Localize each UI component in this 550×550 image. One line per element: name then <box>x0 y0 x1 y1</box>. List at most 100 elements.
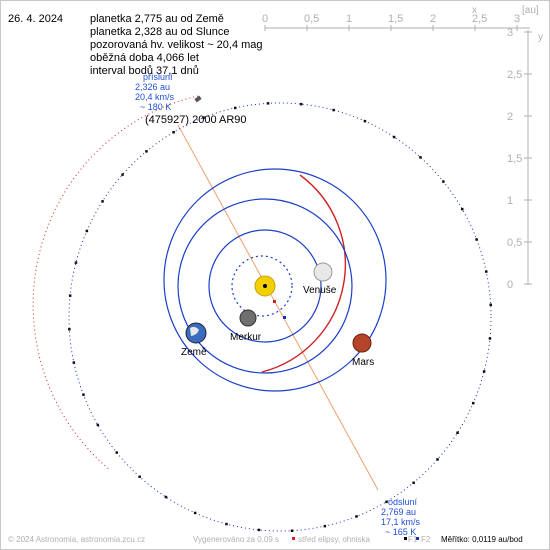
asteroid-interval-dot <box>363 119 367 123</box>
x-axis: 0 0,5 1 1,5 2 2,5 3 x [au] <box>262 5 539 31</box>
asteroid-marker <box>194 95 202 103</box>
legend-center-marker <box>292 537 295 540</box>
asteroid-interval-dot <box>82 393 85 396</box>
perihelion-label: přísluní 2,326 au 20,4 km/s ~ 180 K <box>135 72 175 112</box>
asteroid-interval-dot <box>482 370 486 373</box>
asteroid-interval-dot <box>74 261 78 264</box>
asteroid-interval-dot <box>145 150 148 153</box>
asteroid-interval-dot <box>193 511 197 515</box>
legend-f1-marker <box>404 537 407 540</box>
asteroid-interval-dot <box>488 337 492 340</box>
generated-time: Vygenerováno za 0,09 s <box>193 535 279 544</box>
x-tick-label: 1,5 <box>388 13 403 25</box>
legend-center: střed elipsy, ohniska <box>298 535 370 544</box>
asteroid-interval-dot <box>164 495 168 499</box>
asteroid-interval-dot <box>461 207 464 211</box>
copyright: © 2024 Astronomia, astronomia.zcu.cz <box>8 535 145 544</box>
sun <box>254 275 276 297</box>
asteroid-interval-dot <box>96 423 100 427</box>
y-tick-label: 0 <box>507 279 513 291</box>
asteroid-interval-dot <box>121 173 124 176</box>
aphelion-speed: 17,1 km/s <box>381 517 421 527</box>
asteroid-interval-dot <box>355 515 358 518</box>
x-tick-label: 2 <box>430 13 436 25</box>
asteroid-interval-dot <box>419 156 422 159</box>
perihelion-distance: 2,326 au <box>135 82 170 92</box>
focus-f2-marker <box>283 316 286 319</box>
mercury-orbit <box>231 255 293 317</box>
venus <box>313 262 333 282</box>
asteroid-interval-dot <box>234 106 237 110</box>
x-tick-label: 1 <box>346 13 352 25</box>
earth <box>185 322 207 344</box>
asteroid-interval-dot <box>412 481 415 484</box>
x-tick-label: 0 <box>262 13 268 25</box>
info-interval: interval bodů 37,1 dnů <box>90 65 199 77</box>
asteroid-interval-dot <box>101 200 104 203</box>
info-period: oběžná doba 4,066 let <box>90 52 199 64</box>
mars-orbit <box>163 168 387 392</box>
unit-label: [au] <box>522 5 539 16</box>
asteroid-interval-dot <box>85 229 89 233</box>
asteroid-interval-dot <box>299 102 303 106</box>
ellipse-center-marker <box>273 300 276 303</box>
legend-f2: F2 <box>421 535 431 544</box>
asteroid-interval-dot <box>72 361 76 364</box>
asteroid-interval-dot <box>489 303 492 307</box>
info-distance-earth: planetka 2,775 au od Země <box>90 13 224 25</box>
asteroid-interval-dot <box>332 108 335 112</box>
y-axis-label: y <box>538 32 543 43</box>
asteroid-interval-dot <box>442 180 445 183</box>
earth-orbit <box>177 198 353 374</box>
info-magnitude: pozorovaná hv. velikost ~ 20,4 mag <box>90 39 263 51</box>
legend-f2-marker <box>416 537 419 540</box>
earth-label: Země <box>181 347 207 358</box>
aphelion-title: odsluní <box>388 497 418 507</box>
asteroid-interval-dot <box>68 328 71 331</box>
asteroid-interval-dot <box>436 458 439 461</box>
mars-label: Mars <box>352 357 374 368</box>
asteroid-interval-dot <box>392 135 396 139</box>
apsides-line <box>177 124 379 491</box>
asteroid-interval-dot <box>472 401 475 405</box>
y-tick-label: 3 <box>507 27 513 39</box>
x-tick-label: 0,5 <box>304 13 319 25</box>
asteroid-interval-dot <box>323 524 327 528</box>
y-axis: 32,521,510,50 y <box>507 27 543 291</box>
asteroid-interval-dot <box>257 528 261 532</box>
aphelion-distance: 2,769 au <box>381 507 416 517</box>
aphelion-label: odsluní 2,769 au 17,1 km/s ~ 165 K <box>381 497 421 537</box>
asteroid-interval-dot <box>115 451 118 454</box>
scale-label: Měřítko: 0,0119 au/bod <box>441 535 523 544</box>
mercury <box>239 309 257 327</box>
date-label: 26. 4. 2024 <box>8 13 63 25</box>
info-distance-sun: planetka 2,328 au od Slunce <box>90 26 229 38</box>
mars-orbit-above-ecliptic <box>261 174 347 373</box>
aphelion-temp: ~ 165 K <box>385 527 416 537</box>
asteroid-interval-dot <box>225 522 228 526</box>
asteroid-interval-dot <box>290 529 294 532</box>
y-tick-label: 2 <box>507 111 513 123</box>
mercury-label: Merkur <box>230 332 262 343</box>
x-tick-label: 2,5 <box>472 13 487 25</box>
x-axis-label: x <box>472 5 477 16</box>
asteroid-interval-dot <box>138 475 141 478</box>
asteroid-interval-dot <box>475 238 478 241</box>
x-tick-label: 3 <box>514 13 520 25</box>
legend-f1: F1 <box>408 535 418 544</box>
perihelion-speed: 20,4 km/s <box>135 92 175 102</box>
y-tick-label: 2,5 <box>507 69 522 81</box>
venus-label: Venuše <box>303 285 337 296</box>
perihelion-temp: ~ 180 K <box>140 102 171 112</box>
asteroid-orbit <box>32 95 492 532</box>
y-tick-label: 0,5 <box>507 237 522 249</box>
asteroid-name: (475927) 2000 AR90 <box>145 114 247 126</box>
asteroid-interval-dot <box>266 102 270 105</box>
y-tick-label: 1 <box>507 195 513 207</box>
asteroid-interval-dot <box>172 131 175 134</box>
asteroid-interval-dot <box>68 294 72 297</box>
asteroid-interval-dot <box>202 116 205 119</box>
asteroid-interval-dot <box>385 500 388 504</box>
asteroid-position-markers <box>68 102 492 532</box>
